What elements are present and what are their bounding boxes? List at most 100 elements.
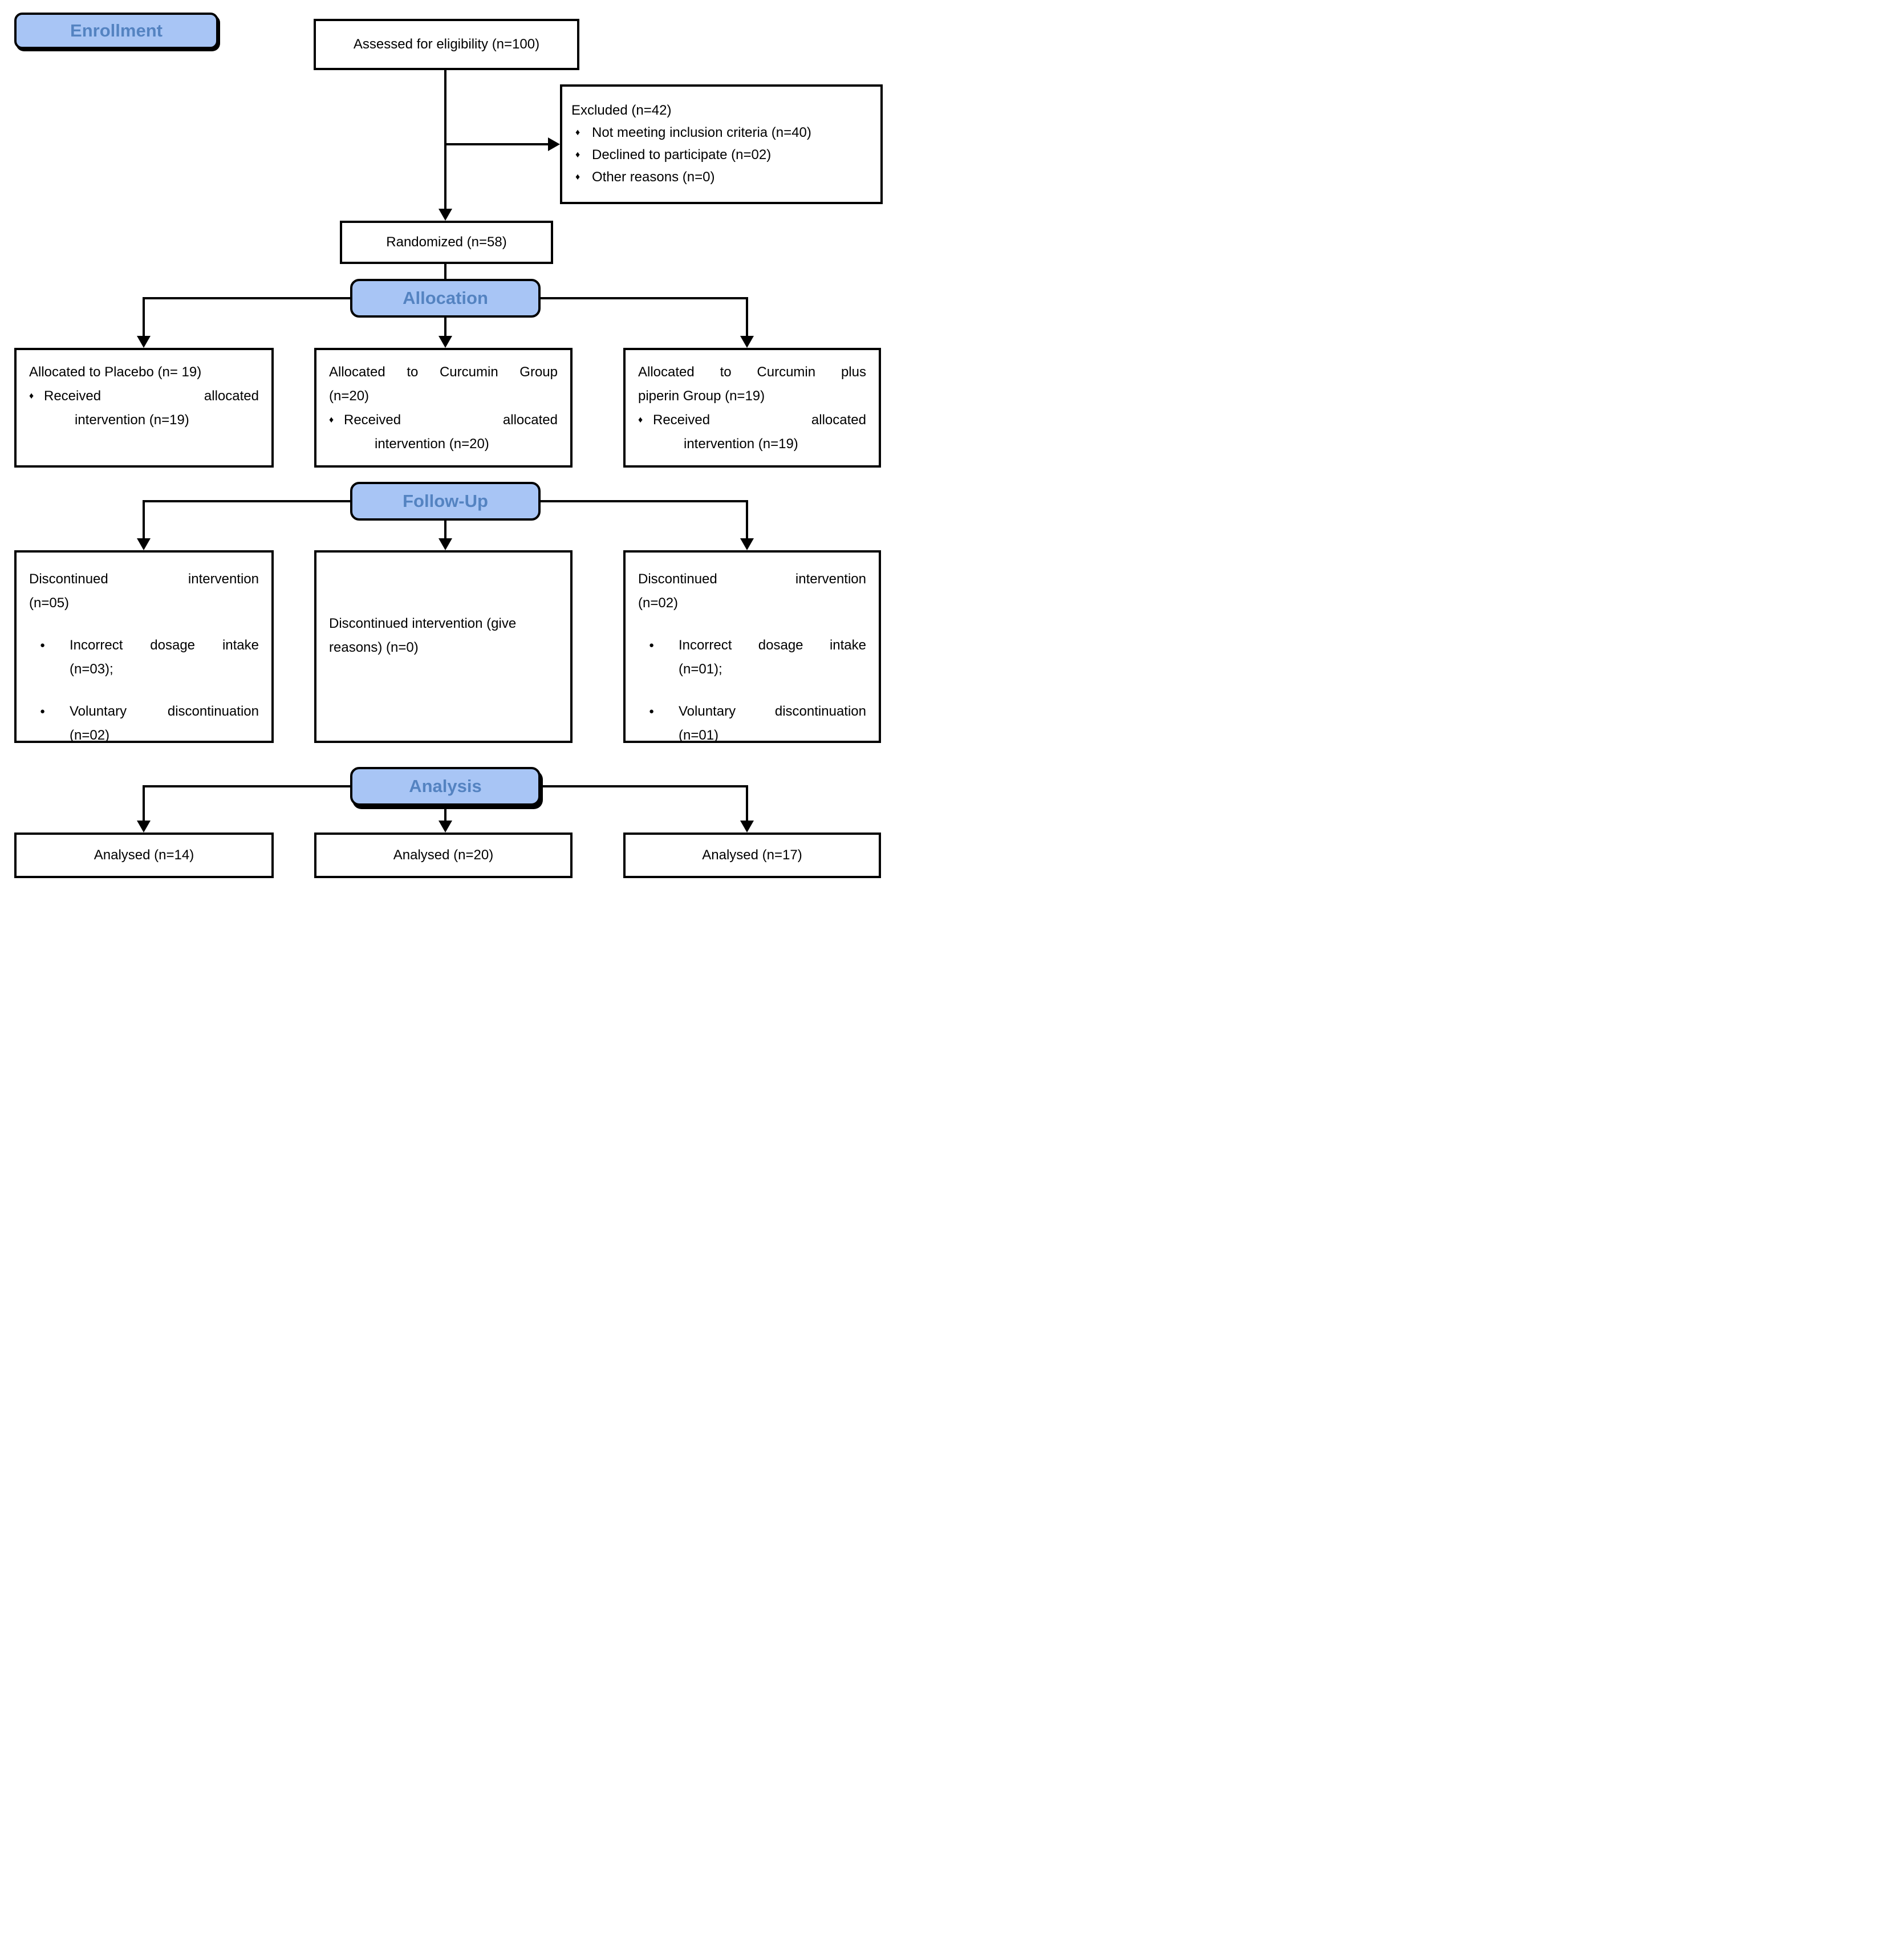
consort-flow-diagram: Enrollment Assessed for eligibility (n=1…: [0, 0, 894, 911]
word: Allocated: [329, 364, 385, 380]
continuation-line: (n=01): [679, 728, 719, 743]
arrowhead-down-alloc-left-icon: [137, 336, 151, 348]
analysed-curcumin-box: Analysed (n=20): [314, 833, 573, 878]
word: intake: [222, 637, 259, 653]
word: intervention: [795, 571, 866, 587]
connector-analysis-right: [541, 785, 748, 787]
continuation-line: (n=03);: [70, 661, 113, 677]
word: Voluntary: [70, 704, 127, 719]
word: Curcumin: [757, 364, 816, 380]
allocated-curcumin-box: Allocated to Curcumin Group (n=20) ♦ Rec…: [314, 348, 573, 468]
randomized-box: Randomized (n=58): [340, 221, 553, 264]
word: Incorrect: [70, 637, 123, 653]
discontinued-placebo-box: Discontinued intervention (n=05) ● Incor…: [14, 550, 274, 743]
arrowhead-down-an-mid-icon: [439, 821, 452, 833]
word: intervention: [188, 571, 259, 587]
received-intervention-text: Received allocated intervention (n=19): [44, 384, 259, 432]
continuation-line: intervention (n=19): [75, 412, 189, 428]
analysed-placebo-text: Analysed (n=14): [94, 847, 194, 863]
connector-followup-right: [541, 500, 748, 502]
word: allocated: [204, 388, 259, 404]
round-bullet-icon: ●: [40, 706, 46, 716]
connector-allocation-right-drop: [746, 297, 748, 336]
diamond-bullet-icon: ♦: [638, 415, 643, 425]
received-intervention-item: ♦ Received allocated intervention (n=19): [29, 384, 259, 432]
diamond-bullet-icon: ♦: [575, 150, 580, 160]
word: Curcumin: [439, 364, 498, 380]
allocated-curcumin-piperin-box: Allocated to Curcumin plus piperin Group…: [623, 348, 881, 468]
analysis-banner-label: Analysis: [409, 776, 482, 796]
connector-allocation-left: [143, 297, 350, 299]
randomized-text: Randomized (n=58): [386, 234, 507, 250]
analysed-curcumin-piperin-text: Analysed (n=17): [702, 847, 802, 863]
discontinued-curcumin-piperin-box: Discontinued intervention (n=02) ● Incor…: [623, 550, 881, 743]
word: Incorrect: [679, 637, 732, 653]
connector-followup-right-drop: [746, 500, 748, 539]
round-bullet-icon: ●: [649, 640, 655, 650]
discontinued-reason-item: ● Incorrect dosage intake (n=03);: [29, 634, 259, 681]
received-intervention-item: ♦ Received allocated intervention (n=20): [329, 408, 558, 456]
word: to: [407, 364, 419, 380]
connector-allocation-left-drop: [143, 297, 145, 336]
discontinued-title: Discontinued intervention: [29, 567, 259, 591]
discontinued-reason-item: ● Voluntary discontinuation (n=01): [638, 700, 866, 748]
connector-followup-mid-drop: [444, 521, 446, 539]
diamond-bullet-icon: ♦: [329, 415, 334, 425]
discontinued-title: Discontinued intervention: [638, 567, 866, 591]
continuation-line: (n=02): [70, 728, 110, 743]
word: Discontinued: [638, 571, 717, 587]
word: Group: [519, 364, 558, 380]
diamond-bullet-icon: ♦: [575, 172, 580, 182]
word: allocated: [811, 412, 866, 428]
assessed-eligibility-box: Assessed for eligibility (n=100): [314, 19, 579, 70]
diamond-bullet-icon: ♦: [29, 391, 34, 401]
excluded-item: ♦ Other reasons (n=0): [571, 166, 871, 188]
arrowhead-down-alloc-mid-icon: [439, 336, 452, 348]
word: discontinuation: [774, 704, 866, 719]
connector-analysis-right-drop: [746, 785, 748, 821]
arrowhead-down-fu-left-icon: [137, 538, 151, 550]
discontinued-reason-text: Incorrect dosage intake (n=03);: [70, 634, 259, 681]
allocated-placebo-box: Allocated to Placebo (n= 19) ♦ Received …: [14, 348, 274, 468]
word: dosage: [758, 637, 803, 653]
arrowhead-down-an-right-icon: [740, 821, 754, 833]
arrowhead-down-alloc-right-icon: [740, 336, 754, 348]
continuation-line: (n=01);: [679, 661, 722, 677]
word: Received: [44, 388, 102, 404]
connector-followup-left: [143, 500, 350, 502]
continuation-line: intervention (n=20): [375, 436, 489, 452]
word: Voluntary: [679, 704, 736, 719]
round-bullet-icon: ●: [649, 706, 655, 716]
excluded-box: Excluded (n=42) ♦ Not meeting inclusion …: [560, 84, 883, 204]
enrollment-banner: Enrollment: [14, 13, 218, 49]
round-bullet-icon: ●: [40, 640, 46, 650]
allocated-curcumin-title-cont: (n=20): [329, 388, 370, 404]
connector-allocation-right: [541, 297, 748, 299]
allocation-banner-label: Allocation: [403, 288, 488, 308]
connector-allocation-mid-drop: [444, 318, 446, 336]
word: to: [720, 364, 732, 380]
word: Allocated: [638, 364, 695, 380]
followup-banner: Follow-Up: [350, 482, 541, 521]
allocated-placebo-title: Allocated to Placebo (n= 19): [29, 364, 202, 380]
discontinued-reason-text: Voluntary discontinuation (n=01): [679, 700, 866, 748]
arrowhead-right-excluded-icon: [548, 137, 560, 151]
discontinued-title-cont: (n=05): [29, 595, 70, 611]
excluded-item-text: Declined to participate (n=02): [592, 147, 772, 163]
word: discontinuation: [167, 704, 259, 719]
discontinued-title-cont: (n=02): [638, 595, 679, 611]
followup-banner-label: Follow-Up: [403, 491, 488, 511]
discontinued-reason-item: ● Voluntary discontinuation (n=02): [29, 700, 259, 748]
excluded-item-text: Other reasons (n=0): [592, 169, 715, 185]
word: plus: [841, 364, 866, 380]
connector-analysis-left: [143, 785, 350, 787]
received-intervention-item: ♦ Received allocated intervention (n=19): [638, 408, 866, 456]
continuation-line: intervention (n=19): [684, 436, 798, 452]
word: Received: [653, 412, 711, 428]
allocation-banner: Allocation: [350, 279, 541, 318]
analysed-curcumin-text: Analysed (n=20): [393, 847, 494, 863]
excluded-item: ♦ Not meeting inclusion criteria (n=40): [571, 121, 871, 144]
word: allocated: [502, 412, 558, 428]
arrowhead-down-fu-mid-icon: [439, 538, 452, 550]
received-intervention-text: Received allocated intervention (n=19): [653, 408, 866, 456]
